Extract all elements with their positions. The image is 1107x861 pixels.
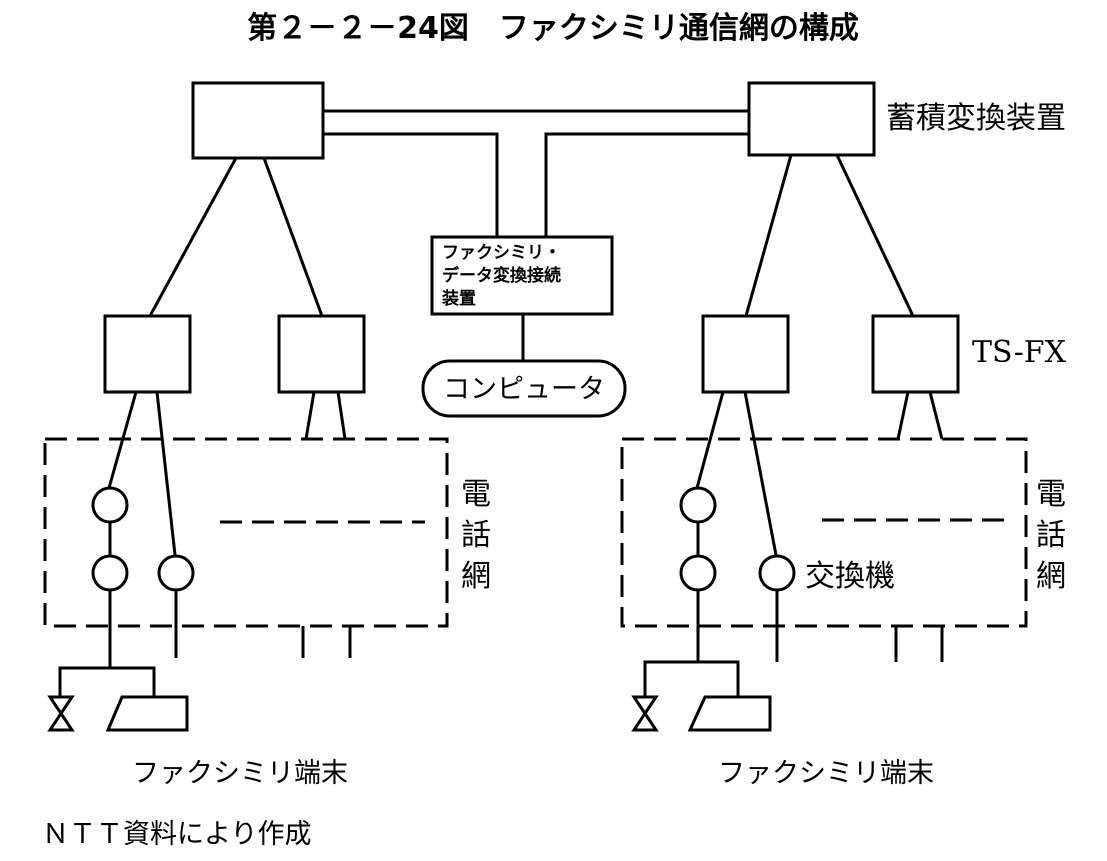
tsfx-box-3 — [701, 314, 790, 394]
storage-box-left — [191, 81, 325, 160]
link-storage-right-tsfx-4 — [835, 154, 915, 317]
left-link-b — [155, 391, 177, 556]
right-terminal-branch — [643, 660, 740, 697]
exchange-circle — [91, 486, 129, 524]
exchange-circle — [679, 554, 717, 592]
left-link-a — [107, 391, 138, 489]
tsfx-box-1 — [103, 314, 192, 394]
diagram-title: 第２－２－24図 ファクシミリ通信網の構成 — [247, 11, 859, 46]
tsfx-box-2 — [277, 314, 366, 394]
fax-data-converter-label: ファクシミリ・ データ変換接続 装置 — [441, 243, 567, 309]
trunk-line-bottom-left — [323, 132, 499, 237]
trunk-line-bottom-right — [544, 132, 749, 237]
storage-box-right — [747, 81, 876, 157]
telephone-icon — [631, 695, 659, 732]
left-terminal-branch — [58, 666, 156, 697]
exchange-circle — [758, 554, 796, 592]
exchange-label: 交換機 — [805, 559, 895, 594]
left-link-f — [304, 391, 316, 440]
exchange-circle — [679, 486, 717, 524]
right-link-g — [928, 391, 944, 440]
phone-network-left-label: 電 話 網 — [461, 477, 501, 594]
exchange-circle — [91, 554, 129, 592]
storage-conversion-label: 蓄積変換装置 — [886, 101, 1066, 136]
computer-box — [421, 359, 627, 418]
telephone-icon — [47, 695, 75, 732]
left-link-g — [336, 391, 347, 440]
fax-machine-icon — [105, 695, 189, 732]
tsfx-label: TS-FX — [972, 335, 1067, 370]
right-link-a — [695, 391, 725, 489]
exchange-circle — [157, 554, 195, 592]
right-link-f — [896, 391, 910, 440]
link-storage-right-tsfx-3 — [744, 154, 793, 317]
link-storage-left-tsfx-2 — [262, 157, 324, 317]
source-note: ＮＴＴ資料により作成 — [42, 819, 311, 850]
phone-network-right-boundary — [620, 437, 1028, 628]
phone-network-left-boundary — [43, 437, 449, 628]
tsfx-box-4 — [871, 314, 960, 394]
phone-network-right-label: 電 話 網 — [1036, 477, 1076, 594]
fax-machine-icon — [687, 695, 772, 732]
computer-label: コンピュータ — [443, 374, 605, 405]
right-link-b — [743, 391, 778, 556]
fax-terminal-label-right: ファクシミリ端末 — [718, 758, 934, 789]
fax-terminal-label-left: ファクシミリ端末 — [132, 758, 348, 789]
link-storage-left-tsfx-1 — [148, 157, 238, 317]
